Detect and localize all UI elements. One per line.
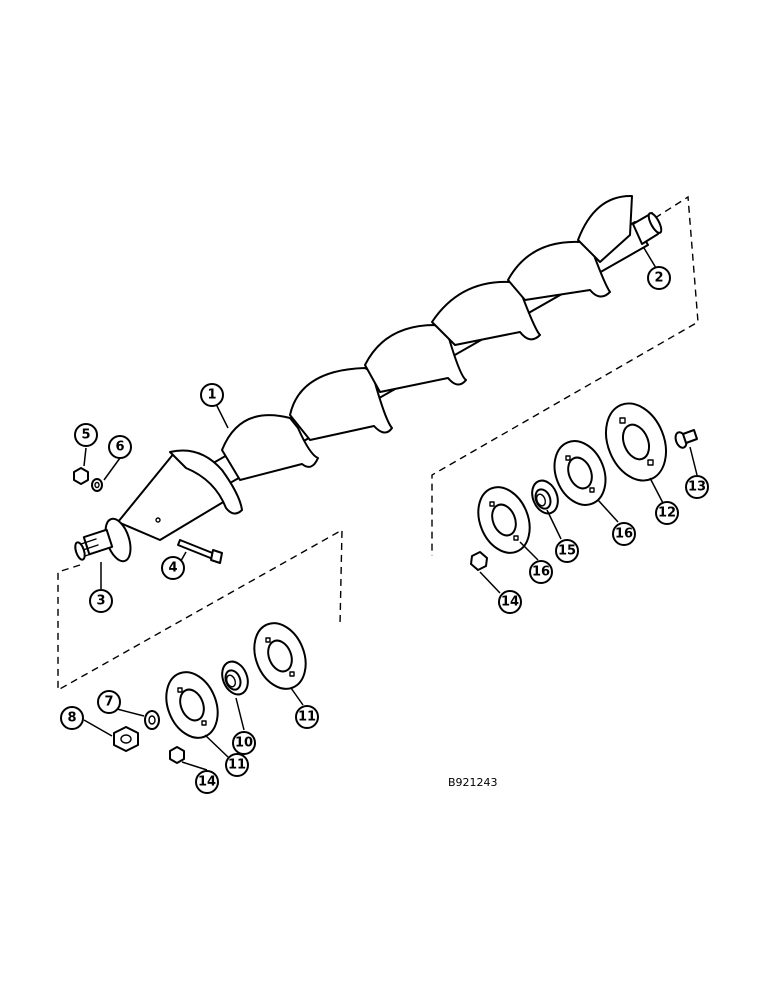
callout-7: 7	[97, 690, 121, 714]
callout-5: 5	[74, 423, 98, 447]
callout-14-right: 14	[498, 590, 522, 614]
callout-label: 2	[654, 271, 663, 286]
callout-12: 12	[655, 501, 679, 525]
callout-4: 4	[161, 556, 185, 580]
callout-label: 10	[235, 736, 253, 751]
callout-16-front: 16	[529, 560, 553, 584]
left-bearing-assembly	[73, 467, 307, 764]
callout-10: 10	[232, 731, 256, 755]
callout-1: 1	[200, 383, 224, 407]
callout-14-left: 14	[195, 770, 219, 794]
callout-label: 8	[67, 711, 76, 726]
callout-8: 8	[60, 706, 84, 730]
callout-label: 16	[532, 565, 550, 580]
leader-lines	[83, 247, 698, 771]
callout-label: 6	[115, 440, 124, 455]
auger-flights	[169, 194, 633, 515]
drawing-code: B921243	[448, 776, 498, 789]
callout-6: 6	[108, 435, 132, 459]
right-bearing-assembly	[470, 402, 698, 571]
callouts: 1 2 3 4 5 6 7 8	[60, 266, 709, 794]
callout-label: 14	[501, 595, 519, 610]
dashed-grouping-lines	[57, 195, 699, 692]
callout-label: 5	[81, 428, 90, 443]
callout-label: 3	[96, 594, 105, 609]
callout-label: 7	[104, 695, 113, 710]
callout-label: 12	[658, 506, 676, 521]
callout-15: 15	[555, 539, 579, 563]
callout-label: 16	[615, 527, 633, 542]
callout-label: 13	[688, 480, 706, 495]
callout-label: 15	[558, 544, 576, 559]
callout-11-rear: 11	[295, 705, 319, 729]
callout-label: 4	[168, 561, 177, 576]
callout-label: 14	[198, 775, 216, 790]
callout-3: 3	[89, 589, 113, 613]
callout-label: 1	[207, 388, 216, 403]
callout-13: 13	[685, 475, 709, 499]
callout-11-front: 11	[225, 753, 249, 777]
callout-2: 2	[647, 266, 671, 290]
callout-label: 11	[298, 710, 316, 725]
callout-16-rear: 16	[612, 522, 636, 546]
callout-label: 11	[228, 758, 246, 773]
